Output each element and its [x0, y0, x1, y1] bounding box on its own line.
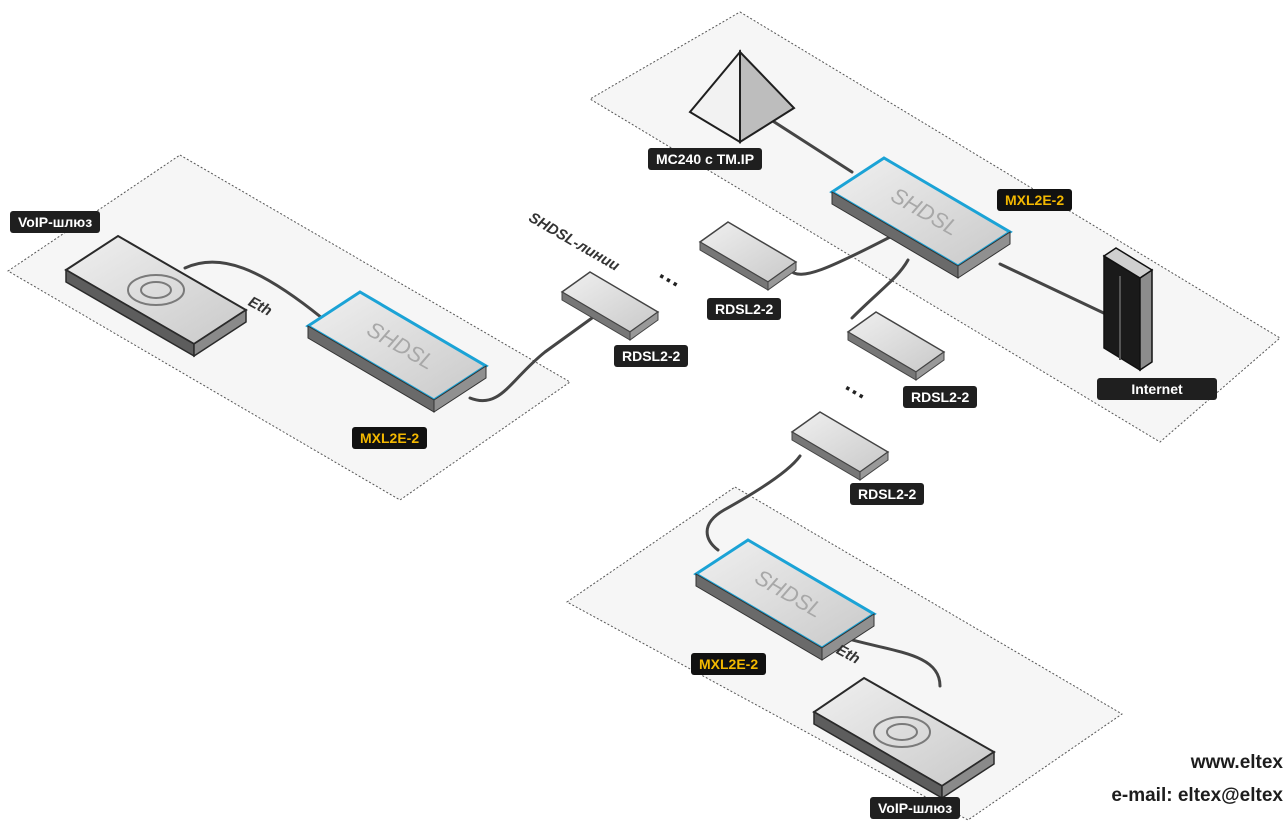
zone-left [7, 154, 571, 501]
rdsl-right-label: RDSL2-2 [903, 386, 978, 408]
mxl-bottom-label: MXL2E-2 [691, 653, 767, 675]
rdsl-lower-label: RDSL2-2 [850, 483, 925, 505]
rdsl2-2-lower [790, 411, 890, 481]
mc240-pyramid-icon [688, 49, 796, 144]
mxl2e-2-top: SHDSL [829, 156, 1013, 279]
cable-mxl-top-rdsl-right [850, 258, 910, 320]
rdsl2-2-mid [560, 271, 660, 341]
cable-mxl-bottom-voip [836, 634, 942, 688]
email-text: e-mail: eltex@eltex [1111, 785, 1283, 806]
internet-label: Internet [1097, 378, 1217, 400]
cable-voip-left-mxl [183, 260, 324, 320]
rdsl-upper-label: RDSL2-2 [707, 298, 782, 320]
cable-rdsl-lower-mxl-bottom [705, 454, 802, 552]
rdsl2-2-upper [698, 221, 798, 291]
rdsl2-2-right [846, 311, 946, 381]
cable-rdsl-upper-mxl-top [788, 234, 894, 276]
mxl2e-2-bottom: SHDSL [693, 538, 877, 661]
voip-bottom-label: VoIP-шлюз [870, 797, 961, 819]
voip-left-label: VoIP-шлюз [10, 211, 101, 233]
internet-server-icon [1102, 247, 1154, 372]
cable-mxl-top-internet [998, 262, 1112, 318]
mc240-label: MC240 с TM.IP [648, 148, 763, 170]
rdsl-mid-label: RDSL2-2 [614, 345, 689, 367]
cable-mxl-left-rdsl [468, 316, 594, 403]
mxl-left-label: MXL2E-2 [352, 427, 428, 449]
cables [183, 114, 1112, 688]
voip-gateway-left [64, 234, 248, 358]
website-text: www.eltex [1190, 752, 1283, 773]
mxl-top-label: MXL2E-2 [997, 189, 1073, 211]
voip-gateway-bottom [812, 676, 996, 800]
cable-mc240-mxl-top [763, 114, 854, 174]
